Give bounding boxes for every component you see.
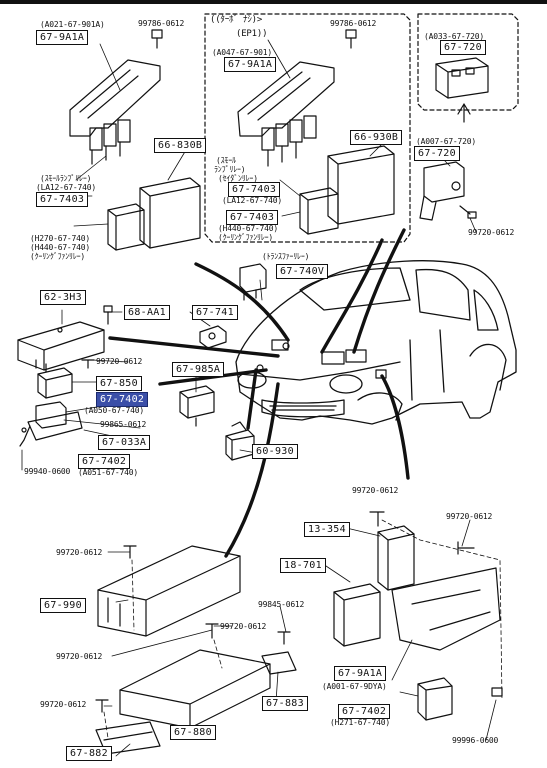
part-67-850[interactable]: 67-850 — [96, 376, 142, 391]
part-67-7403-left[interactable]: 67-7403 — [36, 192, 89, 207]
relay-60-930 — [225, 421, 255, 461]
part-67-7403-center-a[interactable]: 67-7403 — [228, 182, 281, 197]
part-67-741[interactable]: 67-741 — [192, 305, 238, 320]
part-67-9a1a-lower[interactable]: 67-9A1A — [334, 666, 387, 681]
label-99720-e: 99720-0612 — [56, 548, 103, 557]
part-18-701[interactable]: 18-701 — [280, 558, 326, 573]
part-60-930[interactable]: 60-930 — [252, 444, 298, 459]
part-67-720[interactable]: 67-720 — [414, 146, 460, 161]
top-border — [0, 0, 547, 4]
relay-67-740v — [239, 263, 267, 301]
control-unit-62-3h3 — [17, 321, 105, 373]
relay-67-7403-left — [107, 203, 145, 251]
label-99996: 99996-0600 — [452, 736, 499, 745]
label-99720-d: 99720-0612 — [446, 512, 493, 521]
relay-67-720-inset — [435, 57, 489, 99]
arrow-up — [457, 103, 471, 123]
label-h440-1: (H440-67-740) — [30, 243, 91, 252]
bracket-67-9a1a-lower — [391, 567, 501, 651]
connector-67-741 — [199, 325, 227, 349]
label-small-2b: ﾗﾝﾌﾟﾘﾚｰ) — [214, 165, 246, 174]
bolt-68-aa1 — [103, 305, 113, 325]
part-67-720-inset[interactable]: 67-720 — [440, 40, 486, 55]
label-small-lamp-1: (ｽﾓｰﾙﾗﾝﾌﾟﾘﾚｰ) — [40, 174, 92, 183]
relay-inset-frame — [417, 13, 519, 111]
label-99720-h: 99720-0612 — [40, 700, 87, 709]
label-99720-g: 99720-0612 — [56, 652, 103, 661]
screw-99786-center — [345, 29, 357, 49]
label-99786-right: 99786-0612 — [330, 19, 377, 28]
label-small-2c: (ｾｲﾀﾞﾝﾘﾚｰ) — [218, 174, 258, 183]
relay-bracket-67-033a — [19, 401, 83, 447]
part-67-990[interactable]: 67-990 — [40, 598, 86, 613]
relay-13-354 — [377, 525, 415, 591]
part-66-930b[interactable]: 66-930B — [350, 130, 403, 145]
part-67-033a[interactable]: 67-033A — [98, 435, 151, 450]
part-67-880[interactable]: 67-880 — [170, 725, 216, 740]
part-13-354[interactable]: 13-354 — [304, 522, 350, 537]
label-99720-c: 99720-0612 — [352, 486, 399, 495]
label-a033: (A033-67-720) — [424, 32, 485, 41]
relay-bracket-left — [69, 59, 161, 165]
turbo-group-frame — [204, 13, 411, 243]
relay-67-7403-center — [299, 187, 339, 235]
relay-67-720-bracket — [419, 161, 477, 221]
relay-67-7402-lower — [417, 677, 453, 721]
label-99720-a: 99720-0612 — [468, 228, 515, 237]
part-67-9a1a-center[interactable]: 67-9A1A — [224, 57, 277, 72]
label-h270: (H270-67-740) — [30, 234, 91, 243]
label-99940: 99940-0600 — [24, 467, 71, 476]
pointer-strokes — [108, 228, 410, 558]
label-a047: (A047-67-901) — [212, 48, 273, 57]
bracket-67-883 — [261, 651, 297, 675]
label-small-2a: (ｽﾓｰﾙ — [216, 156, 236, 165]
ecu-67-880 — [119, 649, 271, 729]
part-67-883[interactable]: 67-883 — [262, 696, 308, 711]
relay-18-701 — [333, 583, 381, 647]
relay-bracket-center — [237, 61, 335, 167]
part-68-aa1[interactable]: 68-AA1 — [124, 305, 170, 320]
relay-67-850 — [37, 367, 73, 399]
screw-99720-mid — [81, 359, 95, 369]
label-99865: 99865-0612 — [100, 420, 147, 429]
label-99845: 99845-0612 — [258, 600, 305, 609]
label-h271: (H271-67-740) — [330, 718, 391, 727]
label-la12-2: (LA12-67-740) — [222, 196, 283, 205]
label-99720-b: 99720-0612 — [96, 357, 143, 366]
car-body — [235, 260, 517, 425]
label-turbo: ((ﾀｰﾎﾞ ﾅｼ)> — [210, 15, 263, 25]
label-99786-left: 99786-0612 — [138, 19, 185, 28]
screw-99786-left — [151, 29, 163, 49]
part-67-882[interactable]: 67-882 — [66, 746, 112, 761]
part-67-7402-highlighted[interactable]: 67-7402 — [96, 392, 149, 407]
part-67-740v[interactable]: 67-740V — [276, 264, 329, 279]
part-62-3h3[interactable]: 62-3H3 — [40, 290, 86, 305]
part-67-7402-lower[interactable]: 67-7402 — [338, 704, 391, 719]
label-a021: (A021-67-901A) — [40, 20, 105, 29]
label-a007: (A007-67-720) — [416, 137, 477, 146]
label-99720-f: 99720-0612 — [220, 622, 267, 631]
relay-66-830b-left — [139, 177, 201, 249]
part-67-985a[interactable]: 67-985A — [172, 362, 225, 377]
label-h440-2: (H440-67-740) — [218, 224, 279, 233]
part-66-830b[interactable]: 66-830B — [154, 138, 207, 153]
label-transfer: (ﾄﾗﾝｽﾌｧｰﾘﾚｰ) — [262, 252, 310, 261]
label-a050: (A050-67-740) — [84, 406, 145, 415]
label-cooling-fan-2: (ｸｰﾘﾝｸﾞﾌｧﾝﾘﾚｰ) — [218, 233, 274, 242]
label-a051: (A051-67-740) — [78, 468, 139, 477]
part-67-9a1a-left[interactable]: 67-9A1A — [36, 30, 89, 45]
engine-bay-parts — [256, 339, 387, 379]
relay-67-985a — [179, 385, 215, 427]
label-cooling-fan-1: (ｸｰﾘﾝｸﾞﾌｧﾝﾘﾚｰ) — [30, 252, 86, 261]
label-la12-1: (LA12-67-740) — [36, 183, 97, 192]
part-67-7402-left[interactable]: 67-7402 — [78, 454, 131, 469]
screws-lower — [95, 511, 503, 713]
label-a001: (A001-67-9DYA) — [322, 682, 387, 691]
label-ep1: (EP1)) — [236, 29, 268, 39]
part-67-7403-center-b[interactable]: 67-7403 — [226, 210, 279, 225]
ecu-67-990 — [97, 545, 241, 637]
